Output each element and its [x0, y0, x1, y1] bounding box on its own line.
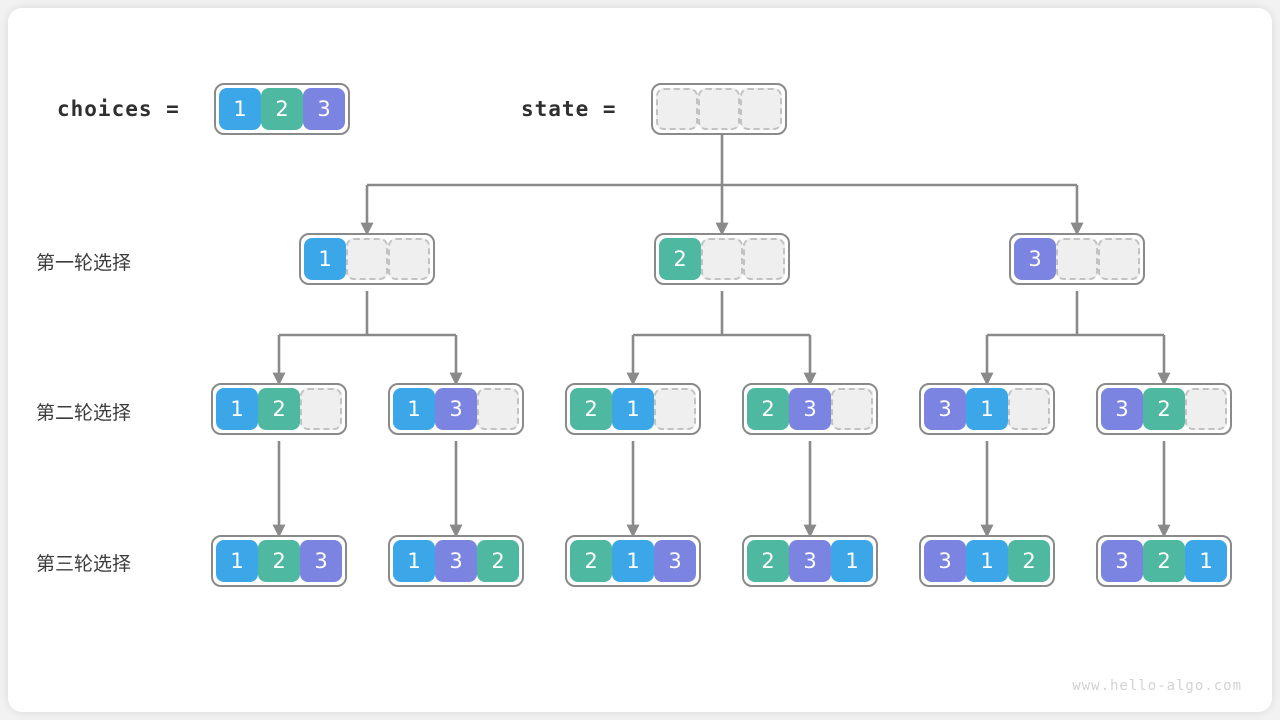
choices-cell-1: 2: [261, 88, 303, 130]
node-round-3-2-cell-2: 2: [477, 540, 519, 582]
node-round-3-6-cell-2: 1: [1185, 540, 1227, 582]
state-cell-2: [740, 88, 782, 130]
state-label: state =: [521, 97, 617, 121]
node-round-2-6-cell-1: 2: [1143, 388, 1185, 430]
node-round-1-2-cell-2: [743, 238, 785, 280]
node-round-3-3-cell-0: 2: [570, 540, 612, 582]
node-round-3-5-cell-1: 1: [966, 540, 1008, 582]
node-round-3-4-cell-1: 3: [789, 540, 831, 582]
node-round-1-3-cell-2: [1098, 238, 1140, 280]
node-round-1-3-cell-1: [1056, 238, 1098, 280]
node-round-1-2: 2: [654, 233, 790, 285]
node-round-2-2-cell-0: 1: [393, 388, 435, 430]
node-round-1-1: 1: [299, 233, 435, 285]
node-round-3-1-cell-2: 3: [300, 540, 342, 582]
row-label-round-1: 第一轮选择: [36, 252, 132, 274]
node-round-2-2-cell-2: [477, 388, 519, 430]
state-array: [651, 83, 787, 135]
node-round-3-3-cell-1: 1: [612, 540, 654, 582]
node-round-2-4-cell-0: 2: [747, 388, 789, 430]
node-round-2-4-cell-1: 3: [789, 388, 831, 430]
node-round-2-3-cell-1: 1: [612, 388, 654, 430]
choices-label: choices =: [57, 97, 180, 121]
node-round-3-3-cell-2: 3: [654, 540, 696, 582]
node-round-3-4-cell-2: 1: [831, 540, 873, 582]
node-round-2-3-cell-0: 2: [570, 388, 612, 430]
row-label-round-2: 第二轮选择: [36, 402, 132, 424]
node-round-2-1-cell-0: 1: [216, 388, 258, 430]
watermark: www.hello-algo.com: [1072, 678, 1242, 694]
node-round-1-1-cell-0: 1: [304, 238, 346, 280]
node-round-2-3-cell-2: [654, 388, 696, 430]
node-round-3-2-cell-1: 3: [435, 540, 477, 582]
node-round-1-3: 3: [1009, 233, 1145, 285]
node-round-1-1-cell-2: [388, 238, 430, 280]
node-round-2-6-cell-2: [1185, 388, 1227, 430]
node-round-2-1-cell-2: [300, 388, 342, 430]
node-round-2-1-cell-1: 2: [258, 388, 300, 430]
node-round-3-1-cell-0: 1: [216, 540, 258, 582]
node-round-1-3-cell-0: 3: [1014, 238, 1056, 280]
choices-cell-2: 3: [303, 88, 345, 130]
choices-cell-0: 1: [219, 88, 261, 130]
node-round-2-5-cell-0: 3: [924, 388, 966, 430]
node-round-3-6-cell-0: 3: [1101, 540, 1143, 582]
node-round-3-1-cell-1: 2: [258, 540, 300, 582]
node-round-3-2-cell-0: 1: [393, 540, 435, 582]
node-round-2-6-cell-0: 3: [1101, 388, 1143, 430]
node-round-2-5-cell-1: 1: [966, 388, 1008, 430]
node-round-3-5-cell-2: 2: [1008, 540, 1050, 582]
row-label-round-3: 第三轮选择: [36, 553, 132, 575]
node-round-3-6-cell-1: 2: [1143, 540, 1185, 582]
node-round-1-2-cell-0: 2: [659, 238, 701, 280]
node-round-1-1-cell-1: [346, 238, 388, 280]
state-cell-0: [656, 88, 698, 130]
node-round-2-5-cell-2: [1008, 388, 1050, 430]
node-round-3-5-cell-0: 3: [924, 540, 966, 582]
node-round-2-2-cell-1: 3: [435, 388, 477, 430]
node-round-3-4-cell-0: 2: [747, 540, 789, 582]
node-round-1-2-cell-1: [701, 238, 743, 280]
state-cell-1: [698, 88, 740, 130]
diagram-card: [8, 8, 1272, 712]
node-round-2-4-cell-2: [831, 388, 873, 430]
